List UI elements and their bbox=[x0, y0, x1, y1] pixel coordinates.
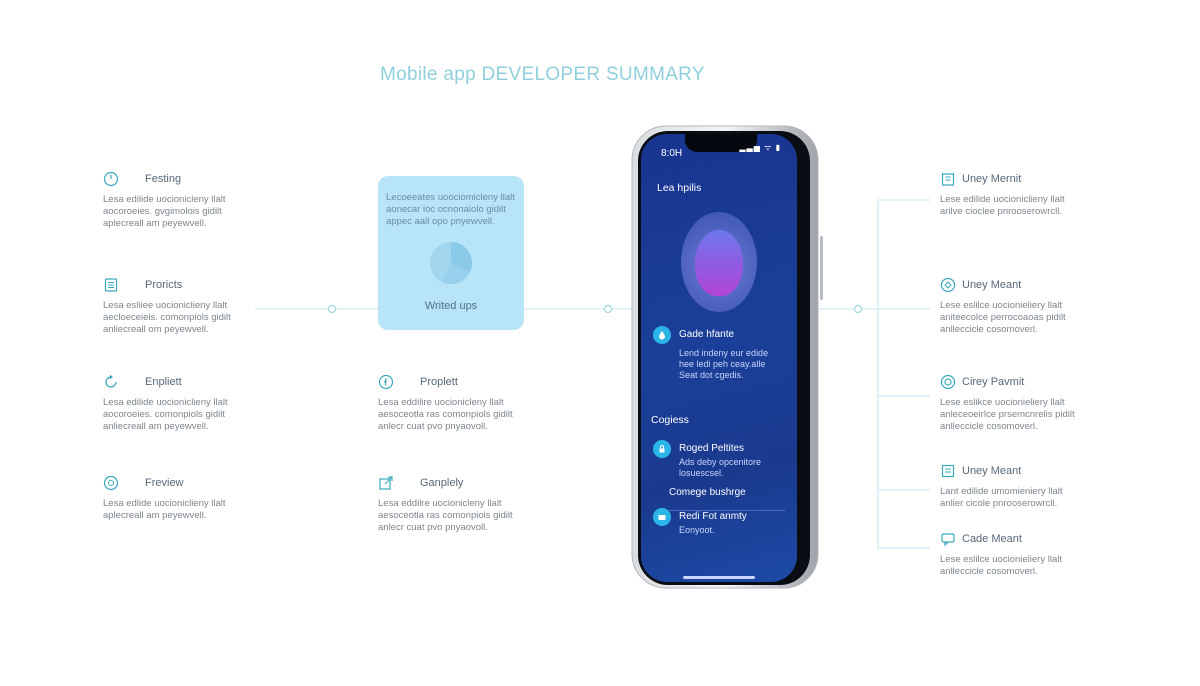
chat-icon bbox=[940, 531, 956, 547]
item-title: Roged Peltites bbox=[679, 443, 745, 454]
bracket-right bbox=[877, 199, 930, 549]
feature-proplett: Proplett Lesa eddilire uocionicleny llal… bbox=[378, 373, 538, 433]
document-list-icon bbox=[103, 277, 119, 293]
phone-side-button bbox=[820, 236, 823, 300]
list-icon bbox=[940, 463, 956, 479]
feature-name: Uney Meant bbox=[962, 279, 1022, 291]
feature-name: Uney Mernit bbox=[962, 173, 1022, 185]
pie-chart-icon bbox=[430, 241, 473, 285]
feature-enpliett: Enpliett Lesa edilide uocioniclieny llal… bbox=[103, 373, 263, 433]
profile-title: Gade hfante bbox=[679, 329, 735, 340]
timer-icon bbox=[103, 171, 119, 187]
gauge-icon bbox=[103, 475, 119, 491]
refresh-icon bbox=[103, 374, 119, 390]
status-icons: ▂▃▅ ᯤ ▮ bbox=[739, 143, 781, 152]
phone-screen: 8:0H ▂▃▅ ᯤ ▮ Lea hpilis Gade hfante Lend… bbox=[641, 134, 797, 582]
facebook-icon bbox=[378, 374, 394, 390]
avatar-head bbox=[695, 230, 743, 296]
page-title: Mobile app DEVELOPER SUMMARY bbox=[380, 64, 705, 85]
item-desc: Eonyoot. bbox=[679, 525, 715, 535]
phone-notch bbox=[685, 134, 757, 152]
feature-cirey-pavmit: Cirey Pavmit Lese eslikce uocionieliery … bbox=[940, 373, 1100, 433]
item-title: Redi Fot anmty bbox=[679, 511, 747, 522]
feature-name: Uney Meant bbox=[962, 465, 1022, 477]
home-indicator bbox=[683, 576, 755, 579]
feature-name: Cirey Pavmit bbox=[962, 376, 1025, 388]
section-title: Cogiess bbox=[651, 414, 689, 426]
building-icon bbox=[940, 171, 956, 187]
status-time: 8:0H bbox=[661, 148, 683, 159]
feature-cade-meant: Cade Meant Lese eslilce uocionieliery ll… bbox=[940, 530, 1100, 578]
list-item[interactable]: Redi Fot anmty Eonyoot. bbox=[653, 508, 747, 536]
feature-name: Ganplely bbox=[420, 477, 464, 489]
settings-icon bbox=[940, 374, 956, 390]
avatar[interactable] bbox=[681, 212, 757, 312]
feature-name: Freview bbox=[145, 477, 184, 489]
external-link-icon bbox=[378, 475, 394, 491]
connector-node-left bbox=[327, 304, 337, 314]
feature-name: Proplett bbox=[420, 376, 458, 388]
item-title-2[interactable]: Comege bushrge bbox=[669, 487, 746, 498]
drop-icon bbox=[653, 326, 671, 344]
feature-uney-meant-2: Uney Meant Lant edilide umomieniery llal… bbox=[940, 462, 1100, 510]
feature-uney-meant: Uney Meant Lese eslilce uocionieliery ll… bbox=[940, 276, 1100, 336]
card-caption: Writed ups bbox=[424, 300, 478, 312]
feature-name: Festing bbox=[145, 173, 182, 185]
connector-node-right bbox=[853, 304, 863, 314]
screen-title: Lea hpilis bbox=[657, 182, 702, 194]
feature-name: Enpliett bbox=[145, 376, 182, 388]
lock-icon bbox=[653, 440, 671, 458]
feature-proricts: Proricts Lesa esliiee uocioniclieny llal… bbox=[103, 276, 263, 336]
feature-name: Proricts bbox=[145, 279, 183, 291]
divider bbox=[667, 510, 785, 511]
connector-node-middle bbox=[603, 304, 613, 314]
feature-ganplely: Ganplely Lesa eddilre uocionicleny llalt… bbox=[378, 474, 538, 534]
folder-icon bbox=[653, 508, 671, 526]
feature-uney-mernit: Uney Mernit Lese edilide uocioniclieny l… bbox=[940, 170, 1100, 218]
tag-icon bbox=[940, 277, 956, 293]
feature-name: Cade Meant bbox=[962, 533, 1022, 545]
